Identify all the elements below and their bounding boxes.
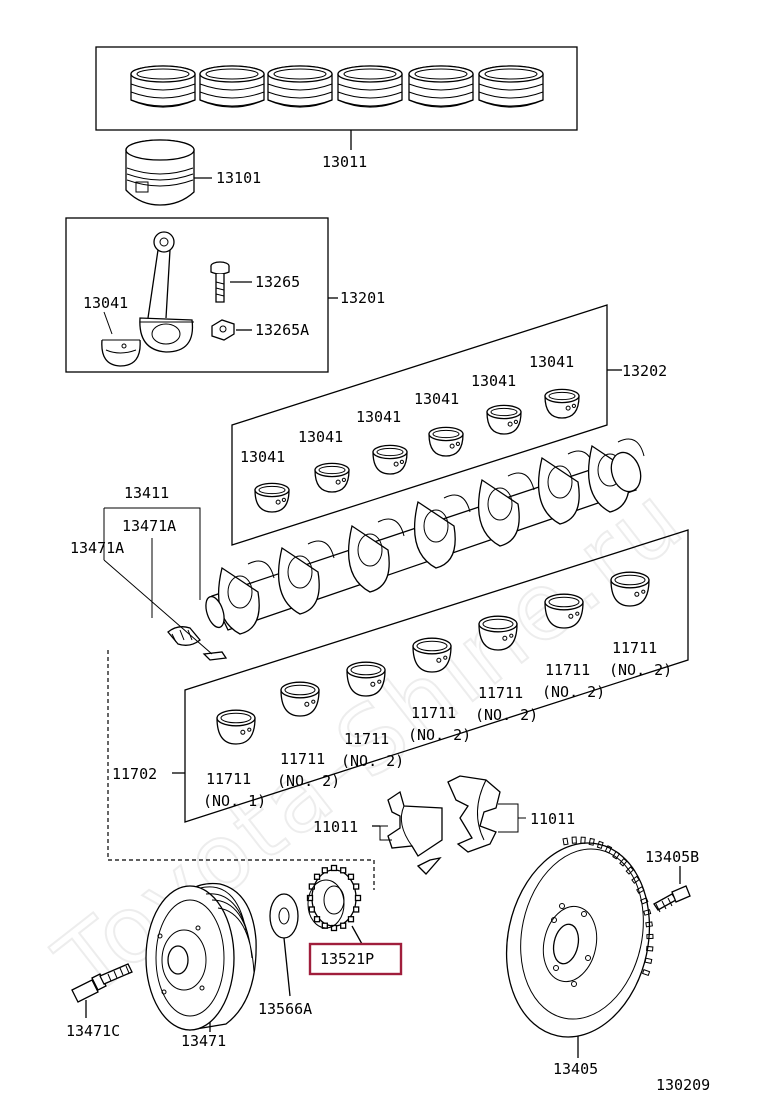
label-main-1-num[interactable]: 11711 (206, 770, 251, 788)
crank-throw (478, 472, 535, 547)
label-flywheel[interactable]: 13405 (553, 1060, 598, 1078)
conrod-bearing-shell[interactable] (486, 404, 522, 435)
label-piston-rings[interactable]: 13011 (322, 153, 367, 171)
label-bearing-b[interactable]: 13041 (298, 428, 343, 446)
label-main-bearing-set[interactable]: 11702 (112, 765, 157, 783)
conrod-bearing-set-box (231, 304, 608, 546)
conrod-bearing-shell[interactable] (254, 482, 290, 513)
label-main-3-sub: (NO. 2) (341, 752, 404, 770)
label-main-6-num[interactable]: 11711 (545, 661, 590, 679)
label-main-4-sub: (NO. 2) (408, 726, 471, 744)
conrod-bearing-set-group: 13041 13041 13041 13041 13041 13041 1320… (231, 304, 667, 546)
conrod-bearing-shell[interactable] (314, 462, 350, 493)
timing-gear-part[interactable] (306, 864, 363, 945)
main-bearing-shell[interactable] (216, 709, 256, 745)
thrust-washer-left[interactable] (387, 790, 443, 875)
crank-throw (414, 494, 471, 569)
crank-throw (218, 560, 275, 635)
piston-ring-set[interactable] (478, 65, 544, 108)
main-bearing-shell[interactable] (544, 593, 584, 629)
crank-throw (348, 518, 405, 593)
piston-ring-set[interactable] (199, 65, 265, 108)
main-bearing-shell[interactable] (610, 571, 650, 607)
piston-ring-set[interactable] (130, 65, 196, 108)
label-main-1-sub: (NO. 1) (203, 792, 266, 810)
crank-sprocket-key[interactable] (167, 626, 228, 661)
conrod-bearing-shell[interactable] (544, 388, 580, 419)
label-piston[interactable]: 13101 (216, 169, 261, 187)
label-main-7-sub: (NO. 2) (609, 661, 672, 679)
label-conrod-bolt[interactable]: 13265 (255, 273, 300, 291)
label-main-7-num[interactable]: 11711 (612, 639, 657, 657)
sprocket-dashed-leader (107, 650, 375, 890)
label-conrod-bearing[interactable]: 13041 (83, 294, 128, 312)
label-pulley-bolt[interactable]: 13471C (66, 1022, 120, 1040)
label-bearing-e[interactable]: 13041 (471, 372, 516, 390)
conrod-nut-part[interactable] (211, 319, 235, 341)
label-bearing-c[interactable]: 13041 (356, 408, 401, 426)
label-main-3-num[interactable]: 11711 (344, 730, 389, 748)
thrust-washer-right[interactable] (447, 775, 501, 853)
label-crankshaft[interactable]: 13411 (124, 484, 169, 502)
crankshaft-leaders: 13411 13471A 13471A (70, 484, 213, 655)
timing-gear-highlight-box (308, 942, 403, 976)
label-conrod-bearing-set[interactable]: 13202 (622, 362, 667, 380)
conrod-bolt-part[interactable] (210, 261, 230, 303)
conrod-bearing-part[interactable] (101, 339, 141, 367)
label-pin-b[interactable]: 13471A (70, 539, 124, 557)
piston-ring-set[interactable] (337, 65, 403, 108)
label-thrust-right[interactable]: 11011 (530, 810, 575, 828)
label-pulley[interactable]: 13471 (181, 1032, 226, 1050)
main-bearing-set-group: 11702 11711 (NO. 1) 11711 (NO. 2) 11711 … (112, 529, 689, 823)
piston-ring-set[interactable] (408, 65, 474, 108)
piston-rings-box (95, 46, 578, 131)
main-bearing-shell[interactable] (478, 615, 518, 651)
label-main-2-sub: (NO. 2) (277, 772, 340, 790)
label-main-2-num[interactable]: 11711 (280, 750, 325, 768)
label-pin-a[interactable]: 13471A (122, 517, 176, 535)
main-bearing-set-box (184, 529, 689, 823)
piston-rings-group: 13011 (95, 46, 578, 171)
label-timing-gear[interactable]: 13521P (320, 950, 374, 968)
crank-pulley-part[interactable]: 13471 (145, 882, 257, 1051)
pulley-bolt-part[interactable]: 13471C (66, 963, 133, 1040)
main-bearing-shell[interactable] (280, 681, 320, 717)
label-bearing-a[interactable]: 13041 (240, 448, 285, 466)
label-washer[interactable]: 13566A (258, 1000, 312, 1018)
label-flywheel-bolt[interactable]: 13405B (645, 848, 699, 866)
label-bearing-f[interactable]: 13041 (529, 353, 574, 371)
crankshaft-part[interactable] (202, 438, 645, 635)
crank-throw (278, 540, 335, 615)
conrod-bearing-shell[interactable] (428, 426, 464, 457)
label-main-5-sub: (NO. 2) (475, 706, 538, 724)
conrod-bearing-shell[interactable] (372, 444, 408, 475)
thrust-washers-group: 11011 11011 (313, 775, 575, 875)
main-bearing-shell[interactable] (412, 637, 452, 673)
piston-part[interactable]: 13101 (125, 139, 261, 206)
washer-part[interactable]: 13566A (258, 893, 312, 1018)
label-main-6-sub: (NO. 2) (542, 683, 605, 701)
flywheel-part[interactable]: 13405 (489, 830, 667, 1078)
diagram-id: 130209 (656, 1076, 710, 1094)
main-bearing-shell[interactable] (346, 661, 386, 697)
label-conrod-assy[interactable]: 13201 (340, 289, 385, 307)
label-bearing-d[interactable]: 13041 (414, 390, 459, 408)
connecting-rod-part[interactable] (139, 231, 194, 353)
label-main-5-num[interactable]: 11711 (478, 684, 523, 702)
label-thrust-left[interactable]: 11011 (313, 818, 358, 836)
flywheel-bolt-part[interactable]: 13405B (645, 848, 699, 913)
piston-ring-set[interactable] (267, 65, 333, 108)
conrod-box (65, 217, 329, 373)
label-conrod-nut[interactable]: 13265A (255, 321, 309, 339)
conrod-assembly-group: 13041 13265 13265A 13201 (65, 217, 385, 373)
label-main-4-num[interactable]: 11711 (411, 704, 456, 722)
